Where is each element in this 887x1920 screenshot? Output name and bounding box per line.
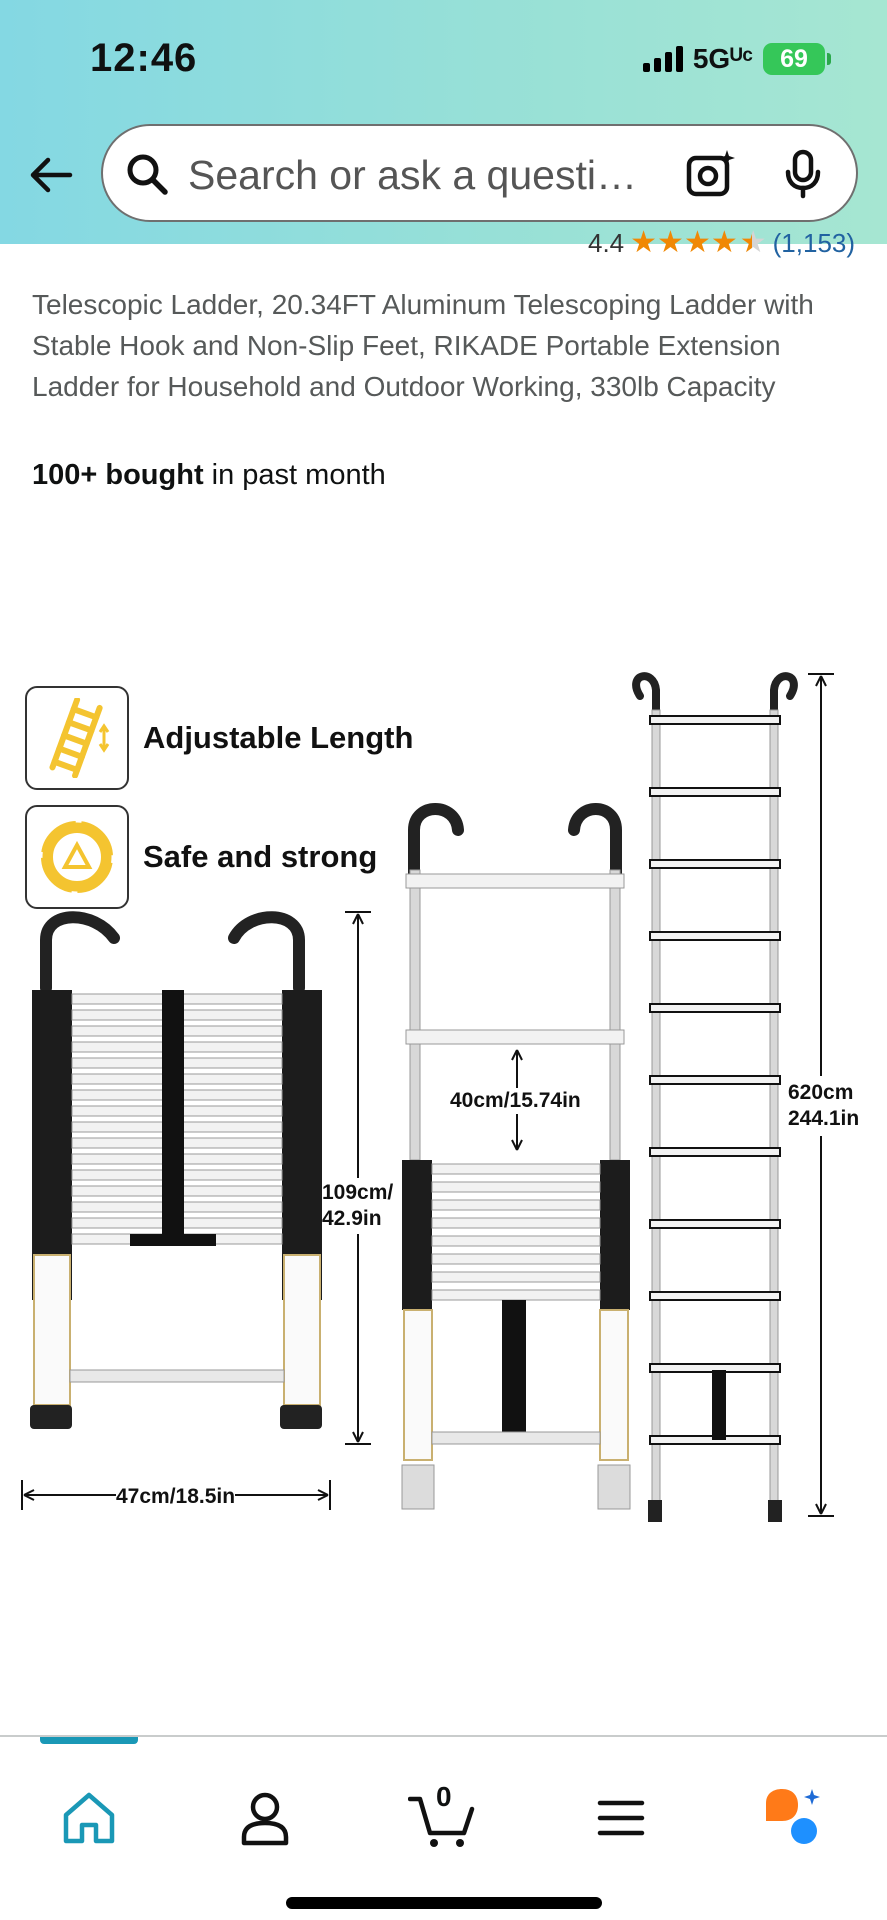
product-rating[interactable]: 4.4 ★★★★★★ (1,153)	[588, 226, 855, 260]
bottom-navigation: 0	[0, 1735, 887, 1920]
collapsed-height-label: 109cm/ 42.9in	[322, 1178, 394, 1234]
collapsed-ladder-illustration	[30, 911, 322, 1429]
microphone-icon[interactable]	[778, 148, 828, 200]
extended-ladder-illustration	[632, 672, 798, 1522]
search-input[interactable]: Search or ask a questi…	[188, 152, 637, 198]
extended-height-label: 620cm 244.1in	[788, 1076, 860, 1136]
lifebuoy-icon	[39, 819, 115, 895]
camera-search-icon[interactable]	[683, 146, 739, 202]
back-arrow-icon[interactable]	[26, 150, 76, 200]
status-indicators: 5Gᵁᶜ 69	[642, 42, 831, 76]
rating-value: 4.4	[588, 227, 625, 258]
app-header: 12:46 5Gᵁᶜ 69 Search or ask a questi…	[0, 0, 887, 244]
active-tab-indicator	[40, 1737, 138, 1744]
cart-icon	[407, 1796, 475, 1847]
feature-label: Adjustable Length	[143, 720, 414, 755]
width-dimension-label: 47cm/18.5in	[116, 1484, 236, 1510]
bought-in-past-month: 100+ bought in past month	[32, 459, 386, 492]
ladder-icon	[49, 698, 110, 778]
cellular-signal-icon	[642, 46, 683, 72]
rating-count-link[interactable]: (1,153)	[772, 227, 856, 258]
feature-safe-and-strong: Safe and strong	[25, 805, 377, 909]
feature-adjustable-length: Adjustable Length	[25, 686, 413, 790]
partial-ladder-illustration	[401, 803, 631, 1510]
battery-icon: 69	[763, 43, 831, 75]
bought-period: in past month	[203, 459, 386, 491]
home-indicator	[286, 1897, 602, 1909]
feature-label: Safe and strong	[143, 839, 378, 874]
battery-level: 69	[780, 44, 808, 73]
rufus-icon[interactable]	[760, 1785, 826, 1851]
step-spacing-label: 40cm/15.74in	[450, 1088, 581, 1114]
cart-count: 0	[436, 1781, 452, 1812]
bought-count: 100+ bought	[32, 459, 204, 491]
search-icon	[127, 154, 168, 195]
network-type: 5Gᵁᶜ	[692, 43, 753, 74]
product-image[interactable]: Adjustable Length Safe and strong	[0, 660, 887, 1530]
home-icon[interactable]	[56, 1785, 122, 1851]
menu-icon[interactable]	[588, 1785, 654, 1851]
status-time: 12:46	[90, 36, 198, 80]
account-icon[interactable]	[232, 1785, 298, 1851]
search-bar[interactable]: Search or ask a questi…	[101, 124, 858, 222]
star-rating-icon: ★★★★★★	[630, 226, 767, 259]
cart-button[interactable]: 0	[407, 1781, 478, 1851]
product-title: Telescopic Ladder, 20.34FT Aluminum Tele…	[32, 289, 814, 402]
